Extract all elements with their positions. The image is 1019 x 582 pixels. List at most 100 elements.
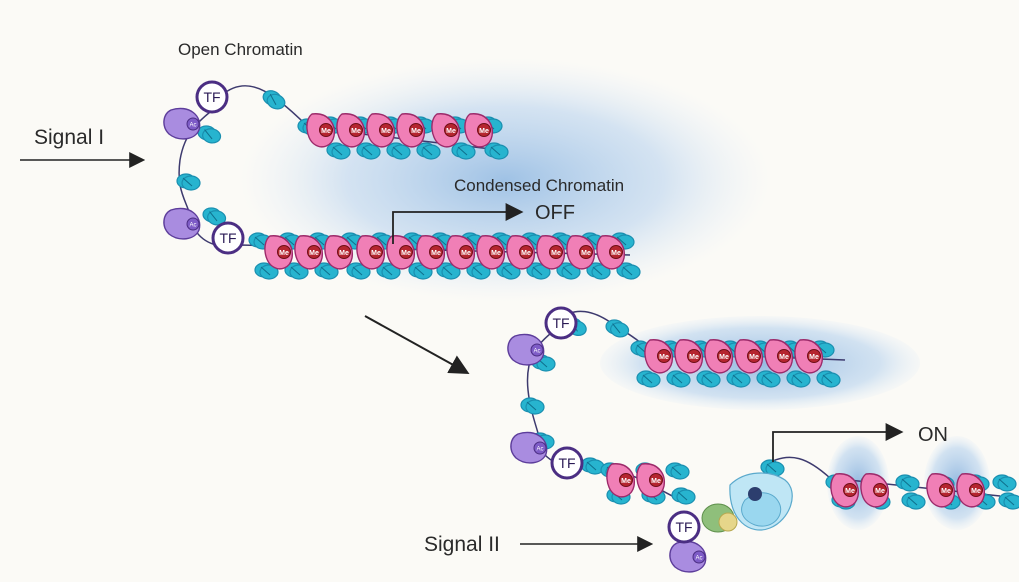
methylated-histone: Me: [464, 113, 493, 148]
nucleosome-disk: [456, 144, 476, 160]
nucleosome-groove: [622, 266, 633, 276]
methylated-histone: Me: [636, 463, 665, 498]
nucleosome-groove: [314, 236, 325, 246]
transcription-factor: TF: [550, 446, 584, 480]
methyl-mark: [277, 245, 291, 259]
methyl-mark-text: Me: [971, 488, 981, 495]
methylated-histone: Me: [734, 339, 763, 374]
methyl-mark: [579, 245, 593, 259]
methyl-mark-text: Me: [321, 128, 331, 135]
methylated-histone: Me: [356, 235, 385, 270]
nucleosome-disk: [331, 144, 351, 160]
nucleosome-groove: [562, 266, 573, 276]
nucleosome-groove: [408, 236, 419, 246]
nucleosome: [520, 397, 545, 415]
acetyl-mark: [692, 550, 706, 564]
tf-circle: [211, 221, 245, 255]
methyl-mark-text: Me: [941, 488, 951, 495]
acetyl-mark: [186, 217, 200, 231]
methyl-mark-text: Me: [309, 250, 319, 257]
methylated-histone: Me: [860, 473, 889, 508]
methyl-mark: [399, 245, 413, 259]
nucleosome-disk: [676, 489, 696, 505]
nucleosome-groove: [490, 146, 501, 156]
tf-text: TF: [558, 455, 575, 471]
methyl-mark: [307, 245, 321, 259]
methyl-mark: [349, 123, 363, 137]
methyl-mark: [777, 349, 791, 363]
acetylation-blob: Ac: [163, 107, 201, 140]
methyl-mark: [717, 349, 731, 363]
nucleosome-groove: [526, 401, 537, 411]
nucleosome-groove: [376, 236, 387, 246]
nucleosome-groove: [284, 236, 295, 246]
methyl-mark-text: Me: [371, 250, 381, 257]
nucleosome-disk: [997, 476, 1017, 492]
nucleosome: [436, 262, 461, 280]
nucleosome-disk: [591, 264, 611, 280]
methyl-mark-text: Me: [479, 128, 489, 135]
methylated-histone: Me: [294, 235, 323, 270]
nucleosome-groove: [209, 211, 218, 222]
methyl-mark-text: Me: [446, 128, 456, 135]
nucleosome-groove: [502, 266, 513, 276]
polymerase-inner: [741, 492, 782, 527]
methylated-histone: Me: [431, 113, 460, 148]
methyl-mark-text: Me: [401, 250, 411, 257]
nucleosome: [526, 262, 551, 280]
nucleosome-groove: [457, 146, 468, 156]
nucleosome-disk: [181, 175, 201, 191]
nucleosome: [816, 370, 841, 388]
acetyl-mark-text: Ac: [536, 447, 543, 453]
tf-circle: [544, 306, 578, 340]
methyl-mark: [619, 473, 633, 487]
open-chromatin-label: Open Chromatin: [178, 40, 303, 59]
nucleosome-groove: [556, 236, 567, 246]
arrows-group: [20, 152, 904, 552]
methylated-histone: Me: [264, 235, 293, 270]
nucleosome-disk: [351, 264, 371, 280]
nucleosome: [262, 90, 286, 110]
nucleosome-groove: [320, 266, 331, 276]
methylated-histone: Me: [336, 113, 365, 148]
methylated-histone: Me: [324, 235, 353, 270]
on-promoter-arrow: [772, 423, 904, 462]
methyl-mark-text: Me: [411, 128, 421, 135]
nucleosome-disk: [900, 476, 920, 492]
nucleosome-disk: [641, 372, 661, 388]
nucleosome-disk: [289, 264, 309, 280]
methyl-mark: [807, 349, 821, 363]
nucleosome-groove: [422, 146, 433, 156]
methyl-mark-text: Me: [581, 250, 591, 257]
methylated-histone: Me: [794, 339, 823, 374]
nucleosome: [665, 462, 690, 480]
acetylation-body: [510, 431, 548, 464]
acetylation-body: [507, 333, 545, 366]
nucleosome-groove: [526, 236, 537, 246]
methylated-histone: Me: [386, 235, 415, 270]
nucleosome-groove: [254, 236, 265, 246]
acetyl-mark: [530, 343, 544, 357]
off-promoter-arrow: [392, 203, 524, 244]
methyl-mark: [459, 245, 473, 259]
methyl-mark: [687, 349, 701, 363]
methyl-mark: [379, 123, 393, 137]
nucleosome-groove: [346, 236, 357, 246]
nucleosome-disk: [381, 264, 401, 280]
nucleosome-groove: [532, 266, 543, 276]
nucleosome: [671, 487, 696, 505]
signal-2-label: Signal II: [424, 533, 500, 556]
methylated-histone: Me: [476, 235, 505, 270]
nucleosome: [376, 262, 401, 280]
methylated-histone: Me: [956, 473, 985, 508]
nucleosome-groove: [907, 496, 918, 506]
acetyl-mark: [533, 441, 547, 455]
nucleosome: [992, 474, 1017, 492]
nucleosome: [386, 142, 411, 160]
nucleosome-groove: [702, 374, 713, 384]
nucleosome-disk: [319, 264, 339, 280]
nucleosome-disk: [536, 356, 556, 372]
acetyl-mark-text: Ac: [189, 223, 196, 229]
